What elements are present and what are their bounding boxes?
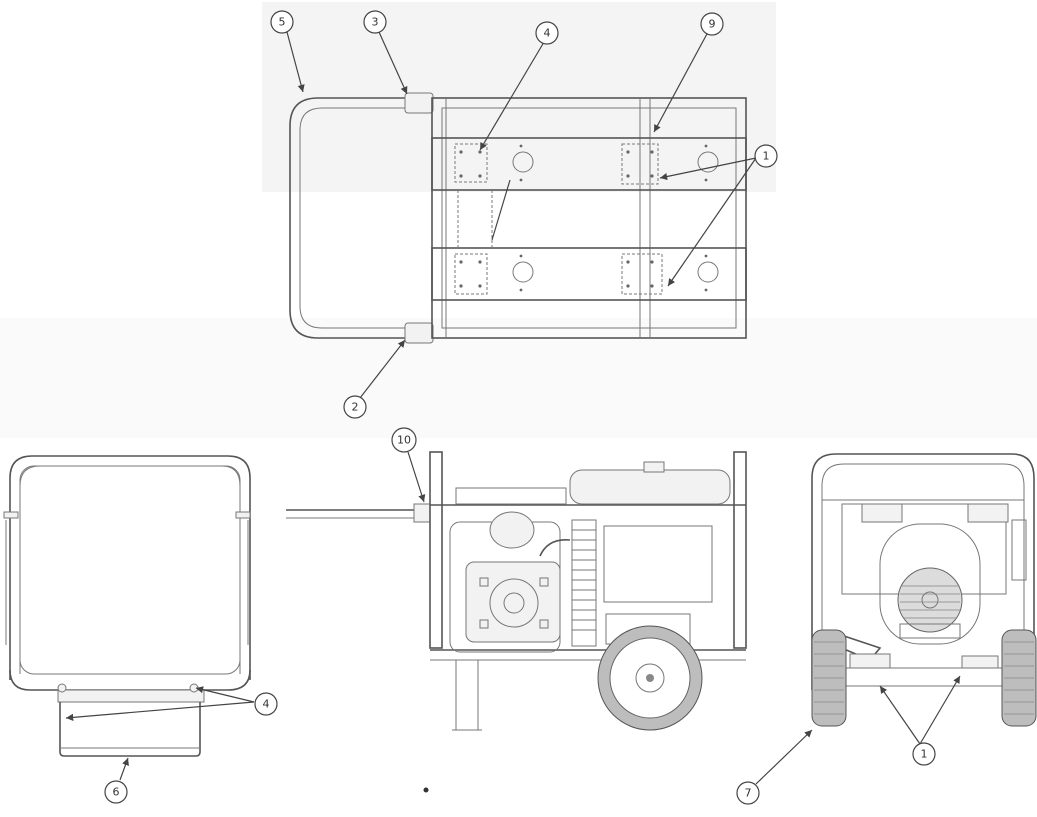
svg-text:5: 5 (279, 16, 286, 29)
left-end-leaders (65, 686, 255, 781)
callout-5: 5 (270, 10, 294, 34)
frame-post-left (429, 451, 443, 649)
axle (841, 667, 1011, 687)
handle-bracket-bottom (404, 322, 434, 344)
svg-text:1: 1 (921, 748, 928, 761)
callout-1-right: 1 (912, 742, 936, 766)
svg-text:1: 1 (763, 150, 770, 163)
frame-post-right (733, 451, 747, 649)
svg-text:10: 10 (397, 434, 411, 447)
mount-pad (454, 143, 488, 183)
cross-rail-lower (431, 247, 747, 301)
mount-pad (621, 143, 659, 185)
left-end-view (3, 455, 251, 757)
callout-1: 1 (754, 144, 778, 168)
right-end-leaders (755, 675, 961, 785)
stand-bracket (59, 702, 201, 757)
callout-6: 6 (104, 780, 128, 804)
top-band (262, 2, 776, 192)
control-panel (603, 525, 713, 603)
mount-pad (454, 253, 488, 295)
svg-text:7: 7 (745, 787, 752, 800)
engine-block (465, 561, 561, 643)
outer-frame (431, 97, 747, 339)
end-frame-panel (19, 465, 241, 675)
scan-speck (423, 787, 429, 793)
cross-rail-upper (431, 137, 747, 191)
end-frame-outer (811, 453, 1035, 690)
svg-text:3: 3 (372, 16, 379, 29)
handle-tube (289, 97, 412, 339)
alternator-fins (571, 519, 597, 647)
mid-band (0, 318, 1037, 438)
svg-text:4: 4 (263, 698, 270, 711)
svg-text:4: 4 (544, 27, 551, 40)
callout-4-left: 4 (254, 692, 278, 716)
mount-pad (621, 253, 663, 295)
alternator-housing (879, 523, 981, 645)
right-end-view (811, 453, 1037, 727)
svg-text:6: 6 (113, 786, 120, 799)
fuel-tank (569, 469, 731, 505)
top-view-frame (289, 92, 747, 344)
callout-2: 2 (343, 395, 367, 419)
mount-bracket (57, 689, 205, 703)
callout-10: 10 (391, 427, 417, 453)
air-cleaner (489, 511, 535, 549)
callout-4: 4 (535, 21, 559, 45)
side-view (286, 451, 747, 731)
alternator-fan (897, 567, 963, 633)
svg-text:9: 9 (709, 18, 716, 31)
recoil-starter (489, 578, 539, 628)
end-frame-outer (9, 455, 251, 680)
callout-7: 7 (736, 781, 760, 805)
side-view-leaders (407, 451, 426, 503)
callout-9: 9 (700, 12, 724, 36)
svg-text:2: 2 (352, 401, 359, 414)
callout-3: 3 (363, 10, 387, 34)
handle-bracket-top (404, 92, 434, 114)
support-leg (455, 659, 479, 731)
top-view-leaders (286, 31, 757, 399)
